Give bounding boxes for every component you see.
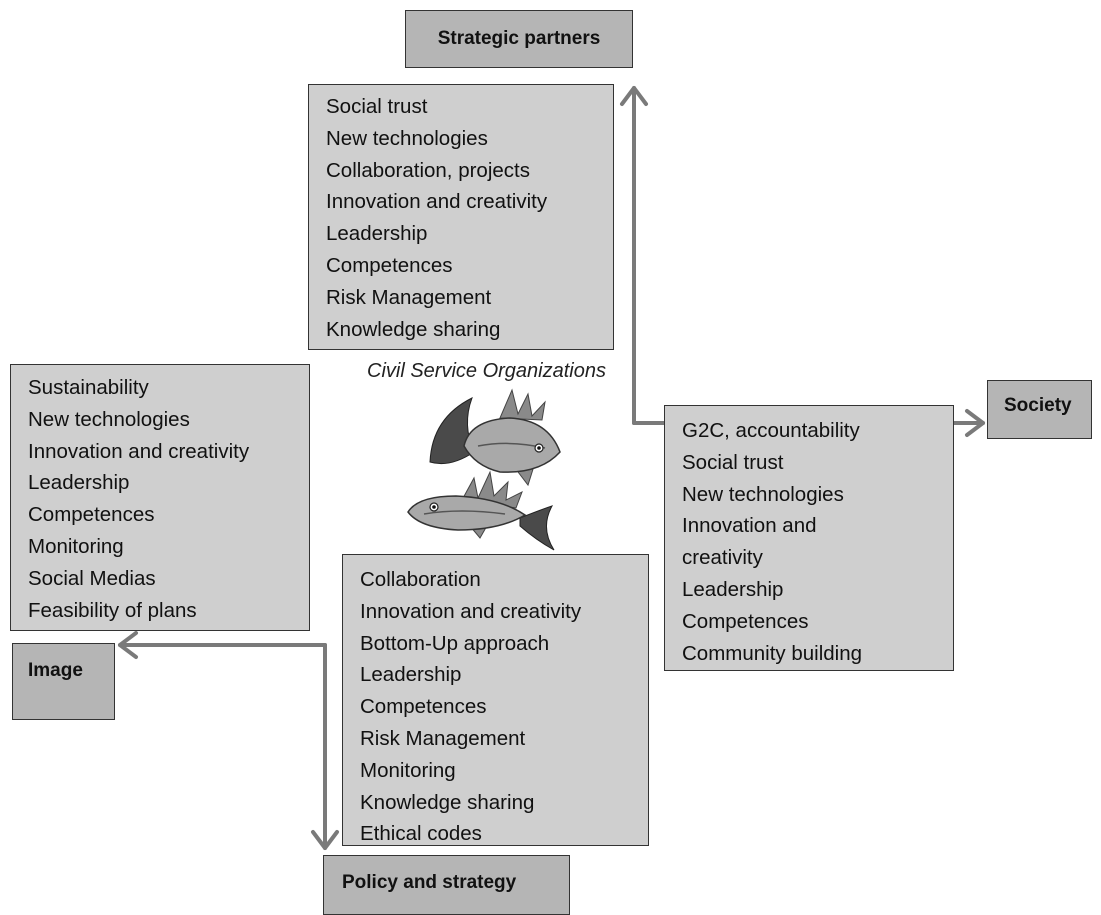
list-item: New technologies bbox=[326, 126, 488, 150]
list-item: Community building bbox=[682, 641, 863, 665]
list-item: Bottom-Up approach bbox=[360, 631, 550, 655]
list-item: Competences bbox=[326, 253, 453, 277]
list-item: Ethical codes bbox=[360, 822, 482, 846]
list-item: Knowledge sharing bbox=[326, 317, 501, 341]
list-item: Innovation and creativity bbox=[360, 599, 582, 623]
lower-fish-icon bbox=[407, 470, 555, 551]
society-title-box: Society bbox=[987, 380, 1092, 439]
list-item: Innovation and creativity bbox=[326, 190, 548, 214]
strategic-partners-title-box: Strategic partners bbox=[405, 10, 633, 68]
society-title: Society bbox=[1004, 395, 1072, 416]
list-item: G2C, accountability bbox=[682, 419, 860, 442]
list-item: Innovation and creativity bbox=[28, 439, 250, 463]
list-item: Sustainability bbox=[28, 376, 149, 399]
list-item: Feasibility of plans bbox=[28, 598, 197, 622]
list-item: Risk Management bbox=[360, 726, 526, 750]
policy-and-strategy-list-box: Collaboration Innovation and creativity … bbox=[342, 554, 649, 846]
image-title: Image bbox=[28, 660, 83, 681]
list-item: New technologies bbox=[28, 407, 190, 431]
list-item: Risk Management bbox=[326, 285, 492, 309]
list-item: Collaboration, projects bbox=[326, 158, 530, 182]
arrow-head-society bbox=[965, 409, 985, 437]
strategic-partners-list-box: Social trust New technologies Collaborat… bbox=[308, 84, 614, 350]
list-item: Social Medias bbox=[28, 566, 156, 590]
image-list-box: Sustainability New technologies Innovati… bbox=[10, 364, 310, 631]
list-item: Leadership bbox=[28, 471, 130, 495]
list-item: Innovation and bbox=[682, 514, 817, 538]
list-item: Monitoring bbox=[360, 758, 456, 782]
list-item: Leadership bbox=[682, 577, 784, 601]
list-item: Social trust bbox=[326, 95, 428, 118]
list-item: Monitoring bbox=[28, 534, 124, 558]
list-item: Social trust bbox=[682, 450, 784, 474]
list-item: Leadership bbox=[360, 663, 462, 687]
list-item: Competences bbox=[28, 503, 155, 527]
policy-and-strategy-title: Policy and strategy bbox=[342, 872, 517, 893]
arrow-head-image bbox=[118, 631, 138, 659]
list-item: Competences bbox=[682, 609, 809, 633]
arrow-head-policy-and-strategy bbox=[311, 830, 339, 850]
list-item: Collaboration bbox=[360, 568, 481, 591]
upper-fish-icon bbox=[429, 388, 561, 487]
policy-and-strategy-title-box: Policy and strategy bbox=[323, 855, 570, 915]
arrow-head-strategic-partners bbox=[620, 86, 648, 106]
image-title-box: Image bbox=[12, 643, 115, 720]
list-item: creativity bbox=[682, 546, 763, 570]
list-item: Competences bbox=[360, 695, 487, 719]
civil-service-organizations-label: Civil Service Organizations bbox=[367, 360, 606, 382]
strategic-partners-title: Strategic partners bbox=[437, 28, 601, 49]
society-list-box: G2C, accountability Social trust New tec… bbox=[664, 405, 954, 671]
list-item: Leadership bbox=[326, 222, 428, 246]
list-item: New technologies bbox=[682, 482, 844, 506]
list-item: Knowledge sharing bbox=[360, 790, 535, 814]
